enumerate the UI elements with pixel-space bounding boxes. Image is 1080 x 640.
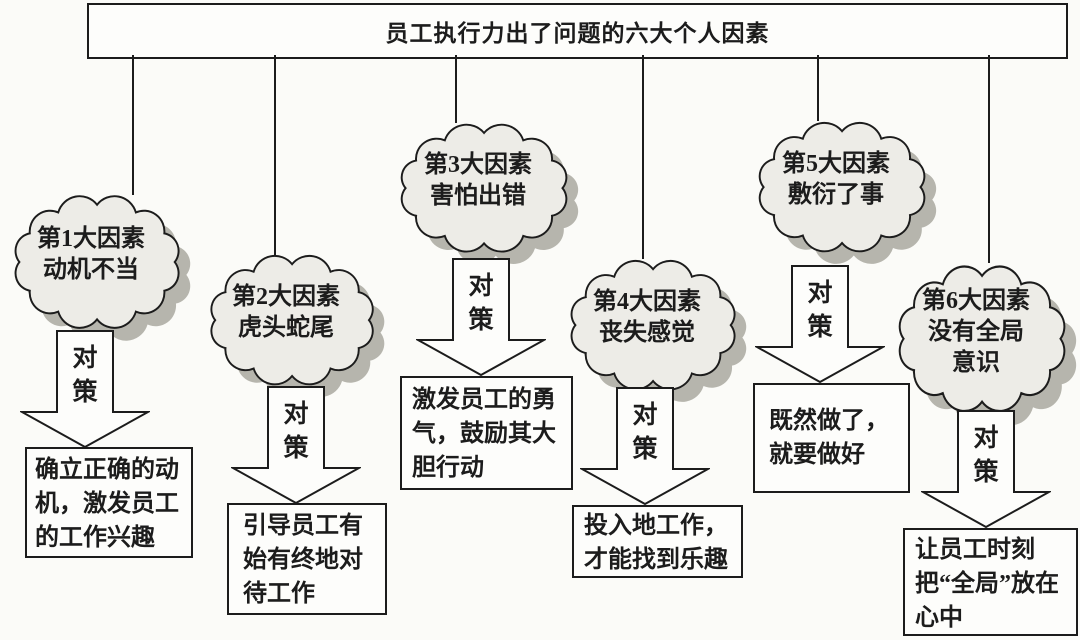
diagram-title-box: 员工执行力出了问题的六大个人因素	[87, 3, 1068, 59]
connector-line-6	[988, 55, 990, 263]
factor-cloud-4: 第4大因素 丧失感觉	[556, 248, 754, 408]
solution-box-4: 投入地工作，才能找到乐趣	[572, 505, 743, 578]
connector-line-5	[817, 55, 819, 121]
countermeasure-label-2: 对策	[283, 401, 309, 462]
factor-label-6: 第6大因素 没有全局 意识	[922, 287, 1030, 376]
countermeasure-label-4: 对策	[632, 402, 658, 463]
solution-box-1: 确立正确的动机，激发员工的工作兴趣	[25, 447, 193, 558]
solution-box-2: 引导员工有始有终地对待工作	[227, 503, 387, 615]
factor-label-2: 第2大因素 虎头蛇尾	[232, 284, 340, 341]
factor-label-1: 第1大因素 动机不当	[37, 226, 145, 283]
countermeasure-label-5: 对策	[807, 280, 833, 341]
factor-cloud-3: 第3大因素 害怕出错	[386, 112, 586, 270]
countermeasure-label-6: 对策	[973, 425, 999, 486]
solution-box-6: 让员工时刻把“全局”放在心中	[903, 528, 1078, 636]
diagram-title: 员工执行力出了问题的六大个人因素	[385, 21, 770, 46]
factor-label-4: 第4大因素 丧失感觉	[593, 289, 701, 346]
factor-cloud-2: 第2大因素 虎头蛇尾	[196, 243, 392, 403]
factor-label-5: 第5大因素 敷衍了事	[782, 151, 890, 208]
factor-cloud-6: 第6大因素 没有全局 意识	[884, 252, 1080, 432]
factor-cloud-1: 第1大因素 动机不当	[0, 183, 198, 347]
solution-box-5: 既然做了，就要做好	[753, 383, 910, 493]
countermeasure-label-3: 对策	[468, 273, 494, 334]
factor-label-3: 第3大因素 害怕出错	[424, 152, 532, 209]
connector-line-4	[642, 55, 644, 259]
solution-box-3: 激发员工的勇气，鼓励其大胆行动	[400, 376, 573, 490]
factor-cloud-5: 第5大因素 敷衍了事	[744, 110, 944, 270]
countermeasure-label-1: 对策	[72, 345, 98, 406]
connector-line-1	[132, 55, 134, 195]
connector-line-3	[455, 55, 457, 123]
connector-line-2	[274, 55, 276, 255]
